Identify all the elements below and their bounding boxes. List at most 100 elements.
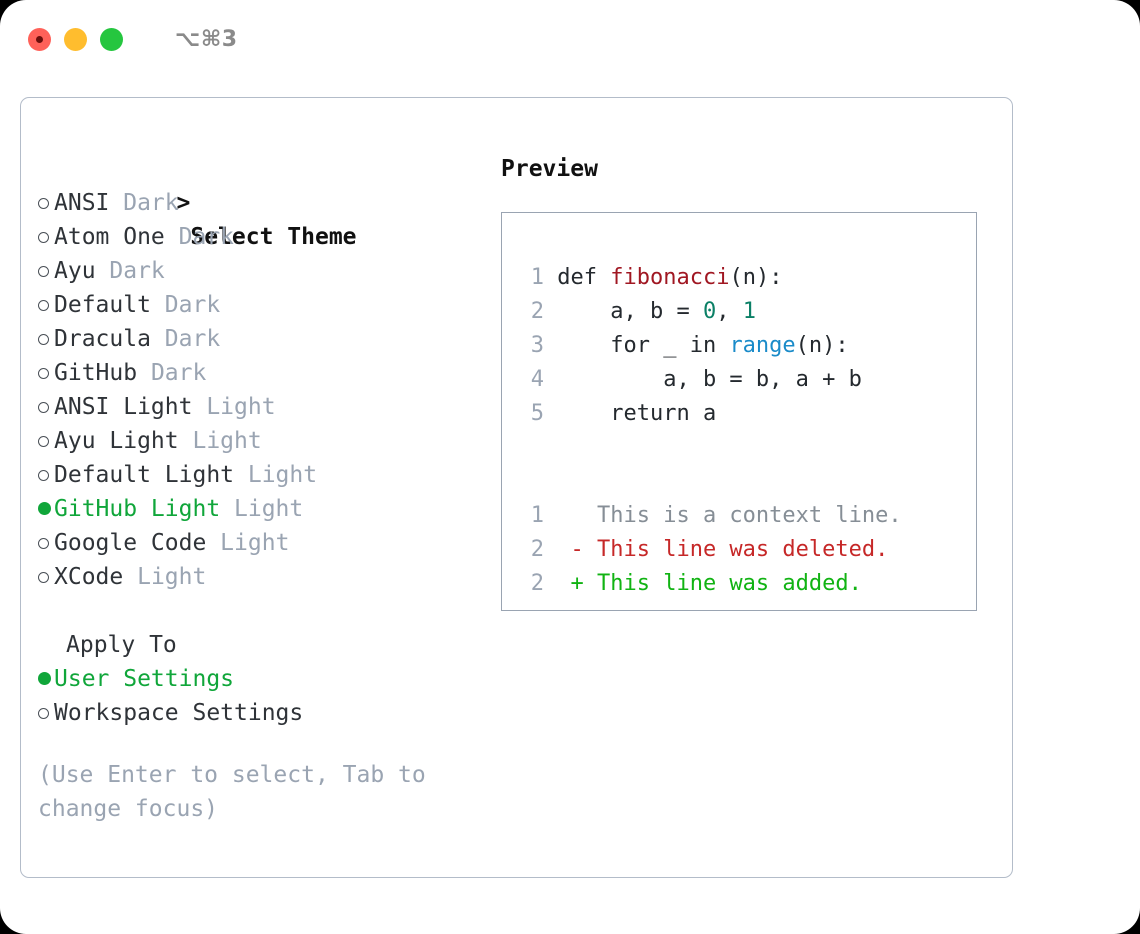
code-token-plain: for _ in [557,333,730,358]
theme-item-dracula[interactable]: Dracula Dark [38,322,498,356]
theme-item-github-light[interactable]: GitHub Light Light [38,492,498,526]
radio-unselected-icon [38,322,54,356]
variant-badge: Dark [150,292,221,318]
line-number: 2 [530,571,544,596]
gutter-space [544,265,557,290]
code-line: 5 return a [518,397,968,431]
radio-selected-icon [38,662,54,696]
section-spacer [38,594,498,628]
minimize-button[interactable] [64,27,87,51]
theme-item-github[interactable]: GitHub Dark [38,356,498,390]
code-blank-line [518,431,968,465]
theme-item-xcode[interactable]: XCode Light [38,560,498,594]
radio-selected-icon [38,492,54,526]
diff-line-add: 2 + This line was added. [518,567,968,601]
line-number: 5 [530,401,544,426]
item-label: Google Code [54,530,207,556]
line-number: 1 [530,503,544,528]
gutter-space [544,401,557,426]
variant-badge: Dark [109,190,179,216]
radio-unselected-icon [38,458,54,492]
variant-badge: Dark [137,360,207,386]
keyboard-shortcut-label: ⌥⌘3 [175,26,238,52]
code-blank-line [518,465,968,499]
theme-item-atom-one[interactable]: Atom One Dark [38,220,498,254]
variant-badge: Dark [164,224,235,250]
code-token-plain: a, b = b, a + b [557,367,862,392]
apply-to-item-workspace-settings[interactable]: Workspace Settings [38,696,498,730]
keyboard-hint-text: (Use Enter to select, Tab to change focu… [38,762,440,822]
item-label: GitHub Light [54,496,221,522]
line-number: 4 [530,367,544,392]
title-bar: ⌥⌘3 [0,0,1140,78]
diff-text: - This line was deleted. [544,537,889,562]
theme-item-default[interactable]: Default Dark [38,288,498,322]
item-label: Default Light [54,462,235,488]
code-line: 1 def fibonacci(n): [518,261,968,295]
code-token-num: 1 [742,299,756,324]
item-label: ANSI Light [54,394,193,420]
variant-badge: Light [192,394,276,420]
variant-badge: Light [234,462,318,488]
radio-unselected-icon [38,560,54,594]
variant-badge: Dark [150,326,221,352]
item-label: Atom One [54,224,165,250]
item-label: Ayu [54,258,96,284]
code-token-plain: return a [557,401,717,426]
close-button[interactable] [28,27,51,51]
item-label: User Settings [54,666,235,692]
theme-item-ansi-light[interactable]: ANSI Light Light [38,390,498,424]
gutter-space [544,333,557,358]
item-label: Ayu Light [54,428,179,454]
line-number: 2 [530,299,544,324]
diff-text: + This line was added. [544,571,862,596]
diff-line-ctx: 1 This is a context line. [518,499,968,533]
code-token-plain: def [557,265,611,290]
code-token-plain: a, b = [557,299,703,324]
traffic-lights [28,27,123,51]
radio-unselected-icon [38,424,54,458]
diff-text: This is a context line. [544,503,902,528]
radio-unselected-icon [38,288,54,322]
line-number: 1 [530,265,544,290]
preview-column: Preview 1 def fibonacci(n):2 a, b = 0, 1… [501,152,996,611]
line-number: 2 [530,537,544,562]
code-token-plain: (n): [795,333,849,358]
radio-unselected-icon [38,356,54,390]
radio-unselected-icon [38,696,54,730]
select-theme-header: > Select Theme [38,152,498,250]
code-token-kw: range [729,333,796,358]
theme-item-default-light[interactable]: Default Light Light [38,458,498,492]
radio-unselected-icon [38,526,54,560]
item-label: ANSI [54,190,110,216]
code-token-num: 0 [702,299,717,324]
variant-badge: Light [220,496,304,522]
caret-icon: > [176,190,191,216]
apply-to-item-user-settings[interactable]: User Settings [38,662,498,696]
theme-item-google-code[interactable]: Google Code Light [38,526,498,560]
code-line: 2 a, b = 0, 1 [518,295,968,329]
code-line: 3 for _ in range(n): [518,329,968,363]
item-label: XCode [54,564,124,590]
radio-unselected-icon [38,186,54,220]
code-token-fn: fibonacci [610,265,730,290]
code-token-plain: (n): [729,265,783,290]
gutter-space [544,299,557,324]
diff-sample: 1 This is a context line.2 - This line w… [518,499,968,601]
theme-item-ansi[interactable]: ANSI Dark [38,186,498,220]
theme-item-ayu-light[interactable]: Ayu Light Light [38,424,498,458]
radio-unselected-icon [38,220,54,254]
theme-item-ayu[interactable]: Ayu Dark [38,254,498,288]
zoom-button[interactable] [100,27,123,51]
item-label: Default [54,292,151,318]
item-label: GitHub [54,360,138,386]
line-number: 3 [530,333,544,358]
